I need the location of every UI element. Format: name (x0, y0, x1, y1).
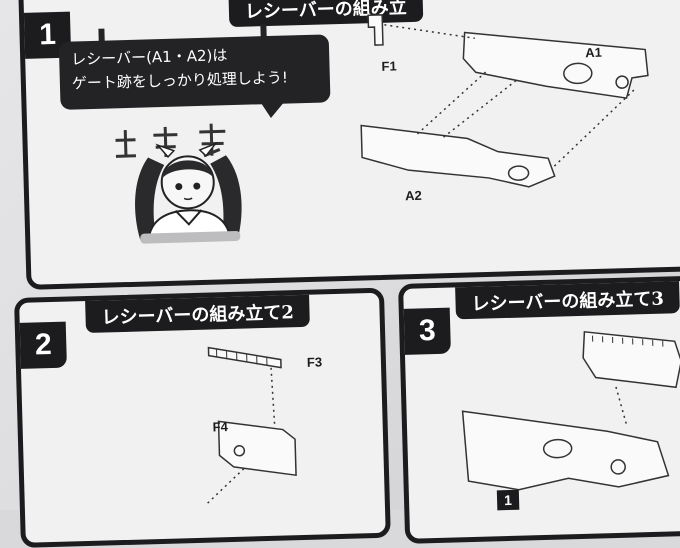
part-f4-shape (217, 420, 297, 477)
step-3-panel: 3 レシーバーの組み立て3 1 (398, 275, 680, 544)
step-1-panel: 1 レシーバーの組み立 レシーバー(A1・A2)は ゲート跡をしっかり処理しよう… (18, 0, 680, 290)
part-label-a2: A2 (404, 187, 423, 204)
part-a2-shape (360, 124, 556, 188)
mascot-character-illustration (115, 123, 242, 244)
step-1-parts-diagram (360, 14, 649, 188)
step-2-title: レシーバーの組み立て2 (85, 294, 311, 334)
part-label-f1: F1 (381, 58, 397, 74)
step-3-parts-diagram (461, 330, 680, 491)
tip-speech-bubble: レシーバー(A1・A2)は ゲート跡をしっかり処理しよう! (58, 34, 331, 119)
part-label-f4: F4 (212, 419, 229, 435)
sub-step-number: 1 (496, 489, 520, 511)
step-3-title: レシーバーの組み立て3 (455, 281, 680, 320)
step-2-panel: 2 レシーバーの組み立て2 F3 F4 (14, 287, 391, 548)
part-f3-shape (207, 346, 282, 369)
step-2-number: 2 (19, 321, 67, 369)
part-label-a1: A1 (585, 44, 603, 61)
step-3-number: 3 (403, 307, 451, 355)
part-f1-shape (367, 14, 384, 46)
bubble-tail (260, 101, 285, 119)
step-2-parts-diagram (204, 346, 297, 507)
part-label-f3: F3 (306, 354, 323, 370)
part-a1-shape (462, 31, 649, 99)
